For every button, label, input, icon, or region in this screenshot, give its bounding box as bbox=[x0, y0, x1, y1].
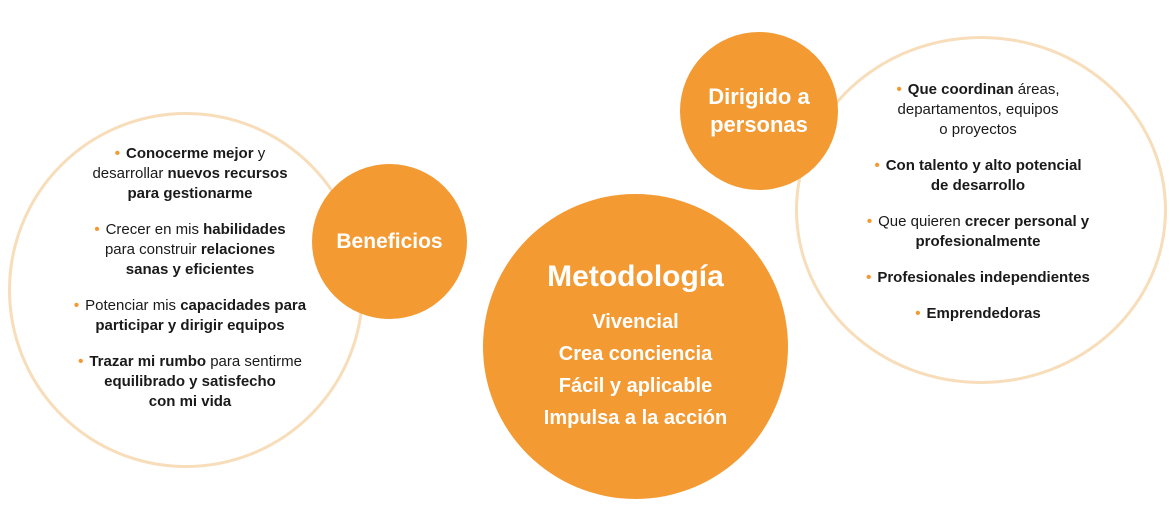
metodologia-item: Crea conciencia bbox=[558, 342, 713, 365]
bullet-line: • Que coordinan áreas, bbox=[828, 80, 1128, 100]
bullet-text: para construir bbox=[104, 241, 201, 258]
bullet-text: o proyectos bbox=[939, 121, 1017, 138]
bullet-dot-icon: • bbox=[866, 269, 872, 286]
dirigido-circle bbox=[795, 36, 1167, 384]
bullet-line: profesionalmente bbox=[828, 232, 1128, 252]
bullet-line: • Con talento y alto potencial bbox=[828, 156, 1128, 176]
bullet-text: departamentos, equipos bbox=[897, 101, 1059, 118]
bullet-item: • Trazar mi rumbo para sentirme equilibrad… bbox=[40, 352, 340, 412]
bullet-line: • Trazar mi rumbo para sentirme bbox=[40, 352, 340, 372]
beneficios-circle bbox=[8, 112, 364, 468]
bullet-text: Crecer en mis bbox=[105, 221, 204, 238]
bullet-dot-icon: • bbox=[73, 297, 80, 314]
bullet-text: habilidades bbox=[203, 221, 286, 238]
bullet-item: • Conocerme mejor y desarrollar nuevos rec… bbox=[40, 144, 340, 204]
bullet-dot-icon: • bbox=[896, 81, 902, 98]
dirigido-badge: Dirigido a personas bbox=[680, 32, 838, 190]
bullet-text: y bbox=[253, 145, 266, 162]
bullet-text: para sentirme bbox=[206, 353, 302, 370]
bullet-line: de desarrollo bbox=[828, 176, 1128, 196]
bullet-line: para gestionarme bbox=[40, 184, 340, 204]
bullet-line: • Emprendedoras bbox=[828, 304, 1128, 324]
bullet-text: Que coordinan bbox=[907, 81, 1014, 98]
bullet-text: para gestionarme bbox=[127, 185, 253, 202]
bullet-text: Trazar mi rumbo bbox=[89, 353, 207, 370]
bullet-line: para construir relaciones bbox=[40, 240, 340, 260]
bullet-text: crecer personal y bbox=[964, 213, 1090, 230]
bullet-item: • Emprendedoras bbox=[828, 304, 1128, 324]
bullet-item: • Potenciar mis capacidades para participa… bbox=[40, 296, 340, 336]
metodologia-badge: Metodología Vivencial Crea conciencia Fá… bbox=[483, 194, 788, 499]
bullet-text: sanas y eficientes bbox=[125, 261, 255, 278]
bullet-text: Conocerme mejor bbox=[126, 145, 254, 162]
bullet-line: • Conocerme mejor y bbox=[40, 144, 340, 164]
bullet-text: participar y dirigir equipos bbox=[95, 317, 285, 334]
bullet-dot-icon: • bbox=[114, 145, 121, 162]
bullet-text: nuevos recursos bbox=[167, 165, 288, 182]
bullet-line: • Profesionales independientes bbox=[828, 268, 1128, 288]
bullet-text: Potenciar mis bbox=[85, 297, 181, 314]
bullet-line: sanas y eficientes bbox=[40, 260, 340, 280]
bullet-line: o proyectos bbox=[828, 120, 1128, 140]
bullet-item: • Con talento y alto potencial de desarrol… bbox=[828, 156, 1128, 196]
bullet-dot-icon: • bbox=[78, 353, 84, 370]
bullet-text: de desarrollo bbox=[930, 177, 1026, 194]
bullet-text: Profesionales independientes bbox=[877, 269, 1090, 286]
bullet-line: desarrollar nuevos recursos bbox=[40, 164, 340, 184]
bullet-text: Que quieren bbox=[878, 213, 965, 230]
beneficios-list: • Conocerme mejor y desarrollar nuevos rec… bbox=[40, 144, 340, 412]
bullet-text: capacidades para bbox=[180, 297, 307, 314]
bullet-dot-icon: • bbox=[874, 157, 880, 174]
bullet-dot-icon: • bbox=[94, 221, 100, 238]
bullet-line: departamentos, equipos bbox=[828, 100, 1128, 120]
bullet-text: profesionalmente bbox=[915, 233, 1041, 250]
bullet-text: Con talento y alto potencial bbox=[885, 157, 1082, 174]
beneficios-title: Beneficios bbox=[336, 229, 443, 253]
bullet-text: Emprendedoras bbox=[926, 305, 1041, 322]
bullet-item: • Que coordinan áreas, departamentos, equi… bbox=[828, 80, 1128, 140]
bullet-item: • Que quieren crecer personal y profesiona… bbox=[828, 212, 1128, 252]
bullet-text: equilibrado y satisfecho bbox=[104, 373, 276, 390]
bullet-line: con mi vida bbox=[40, 392, 340, 412]
bullet-line: equilibrado y satisfecho bbox=[40, 372, 340, 392]
bullet-text: áreas, bbox=[1013, 81, 1060, 98]
metodologia-item: Impulsa a la acción bbox=[543, 406, 728, 429]
dirigido-title-line-2: personas bbox=[710, 112, 808, 137]
bullet-item: • Profesionales independientes bbox=[828, 268, 1128, 288]
bullet-line: • Crecer en mis habilidades bbox=[40, 220, 340, 240]
bullet-text: desarrollar bbox=[92, 165, 168, 182]
beneficios-badge: Beneficios bbox=[312, 164, 467, 319]
metodologia-item: Vivencial bbox=[592, 310, 679, 333]
dirigido-list: • Que coordinan áreas, departamentos, equi… bbox=[828, 80, 1128, 324]
bullet-dot-icon: • bbox=[915, 305, 921, 322]
bullet-dot-icon: • bbox=[866, 213, 873, 230]
bullet-line: participar y dirigir equipos bbox=[40, 316, 340, 336]
bullet-text: relaciones bbox=[200, 241, 276, 258]
bullet-line: • Potenciar mis capacidades para bbox=[40, 296, 340, 316]
bullet-line: • Que quieren crecer personal y bbox=[828, 212, 1128, 232]
metodologia-title: Metodología bbox=[547, 259, 724, 293]
bullet-text: con mi vida bbox=[148, 393, 232, 410]
dirigido-title-line-1: Dirigido a bbox=[708, 84, 810, 109]
metodologia-item: Fácil y aplicable bbox=[558, 374, 713, 397]
